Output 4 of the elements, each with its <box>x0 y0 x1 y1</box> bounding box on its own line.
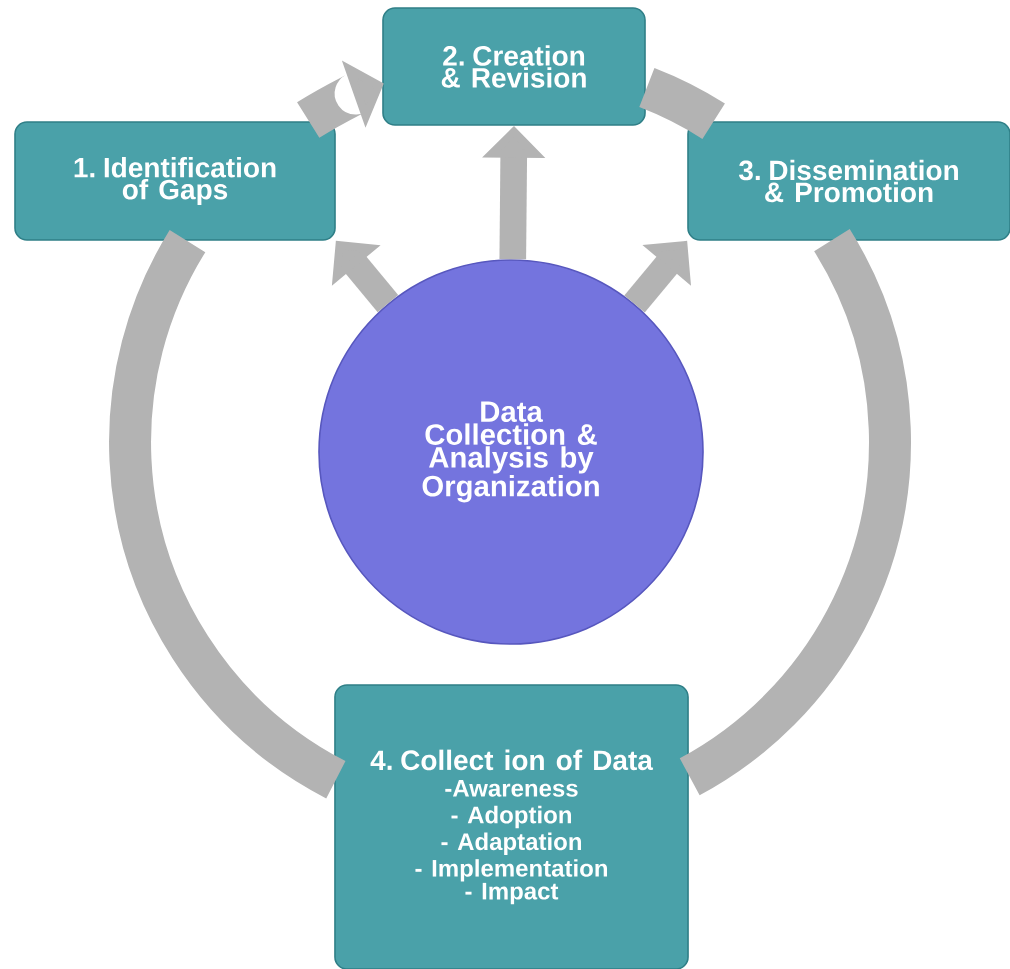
process-box: 1. Identification of Gaps <box>14 121 336 241</box>
process-box: 3. Dissemination & Promotion <box>687 121 1010 241</box>
process-box: 4. Collect ion of Data -Awareness - Adoption - Adaptation - Implementation - Impact <box>334 684 689 969</box>
process-box: 2. Creation & Revision <box>382 7 646 126</box>
